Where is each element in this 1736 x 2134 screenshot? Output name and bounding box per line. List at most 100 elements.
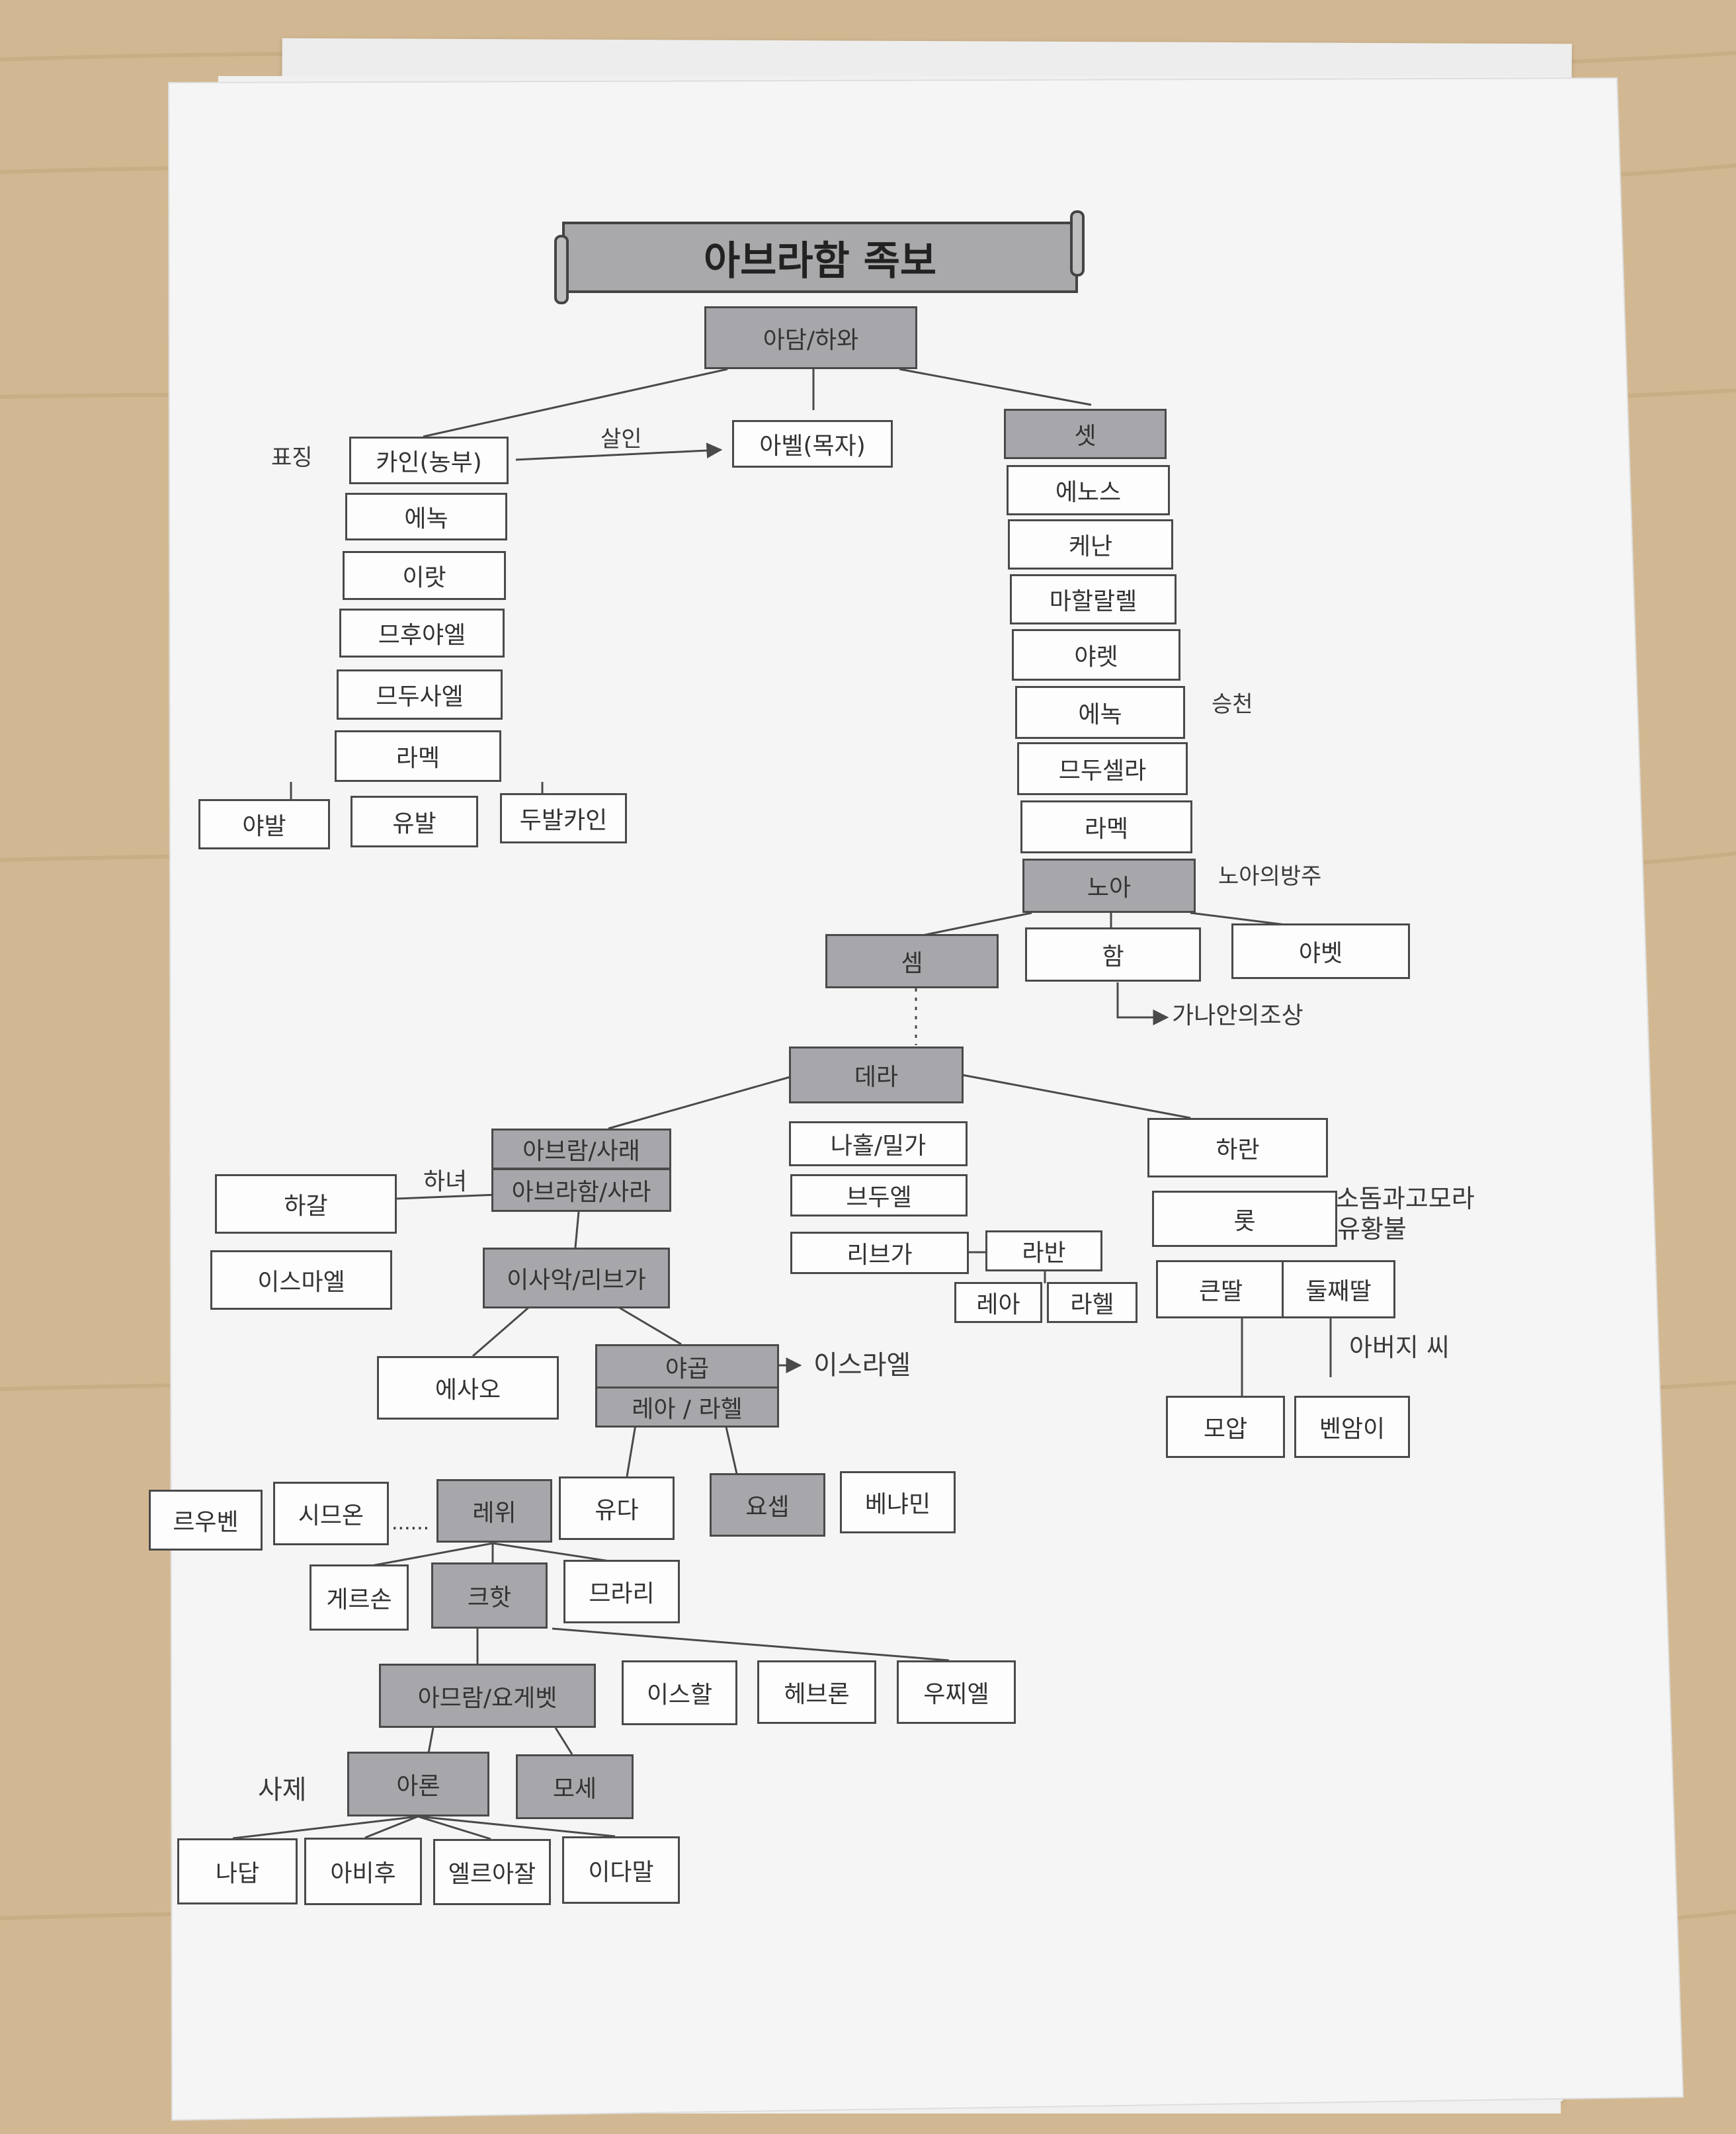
node-tubalcain: 두발카인 [500,793,627,843]
node-enoch-cain: 에녹 [345,493,507,540]
note-sodom-gomorrah: 소돔과고모라 [1336,1184,1475,1213]
node-mahalalel: 마할랄렐 [1010,574,1177,624]
node-eleazar: 엘르아잘 [433,1839,551,1905]
line-amram-aaron [427,1727,434,1754]
line-adam-seth [899,368,1092,406]
node-ben-ammi: 벤암이 [1294,1396,1410,1458]
node-reuben: 르우벤 [149,1490,263,1551]
node-adam-eve: 아담/하와 [704,306,917,369]
line-abraham-isaac [574,1211,580,1248]
node-judah: 유다 [559,1476,675,1540]
note-maidservant: 하녀 [423,1168,468,1195]
line-isaac-esau [472,1306,530,1357]
node-gershon: 게르손 [310,1564,409,1631]
note-fathers-seed: 아버지 씨 [1349,1333,1450,1362]
node-simeon: 시므온 [273,1482,389,1545]
banner-left-scroll-curl [554,235,569,304]
line-amram-moses [554,1727,573,1755]
banner-right-scroll-curl [1070,210,1085,277]
node-abram-sarai: 아브람/사래 [491,1129,671,1170]
node-jared: 야렛 [1012,629,1180,681]
node-isaac-rebekah: 이사악/리브가 [483,1248,670,1308]
note-mark-of-cain: 표징 [271,445,313,471]
node-ishmael: 이스마엘 [210,1250,392,1310]
line-terah-abram [608,1076,791,1130]
node-esau: 에사오 [377,1356,559,1420]
node-moab: 모압 [1166,1396,1285,1458]
node-abraham-sarah: 아브라함/사라 [491,1168,671,1212]
node-joseph: 요셉 [710,1473,825,1537]
node-terah: 데라 [789,1046,964,1103]
line-levi-merari [492,1542,619,1564]
title-banner: 아브라함 족보 [562,222,1078,293]
node-levi: 레위 [436,1479,552,1543]
node-methuselah: 므두셀라 [1017,742,1188,795]
note-noahs-ark: 노아의방주 [1218,863,1322,890]
node-jacob: 야곱 [595,1344,779,1389]
node-izhar: 이스할 [622,1660,737,1725]
node-rachel: 라헬 [1047,1282,1137,1323]
node-bethuel: 브두엘 [790,1174,968,1216]
note-murder: 살인 [600,426,642,452]
node-jubal: 유발 [351,796,478,847]
line-hagar-abraham [396,1193,498,1200]
line-aaron-nadab [232,1815,419,1840]
node-jabal: 야발 [198,799,330,849]
node-merari: 므라리 [563,1560,680,1623]
node-ithamar: 이다말 [562,1836,680,1904]
node-irad: 이랏 [343,551,506,600]
line-isaac-jacob [618,1306,682,1345]
node-abihu: 아비후 [304,1838,422,1905]
arrow-canaan [1116,982,1169,1025]
node-benjamin: 베냐민 [840,1471,956,1533]
node-lot: 롯 [1152,1191,1337,1247]
node-abel: 아벨(목자) [732,420,893,468]
node-mehujael: 므후야엘 [339,609,505,658]
note-ancestor-of-canaan: 가나안의조상 [1172,1002,1303,1029]
node-lamech-seth: 라멕 [1020,800,1192,853]
arrow-murder [515,443,723,461]
line-aaron-eleazar [417,1815,491,1840]
note-ascension: 승천 [1212,691,1253,718]
node-aaron: 아론 [347,1752,489,1816]
note-israel: 이스라엘 [813,1350,911,1381]
node-nahor-milcah: 나홀/밀가 [789,1121,968,1166]
node-amram-jochebed: 아므람/요게벳 [379,1664,596,1728]
node-leah: 레아 [954,1282,1042,1323]
node-jacob-wives: 레아 / 라헬 [595,1387,779,1428]
node-kenan: 케난 [1008,519,1173,570]
node-kohath: 크핫 [431,1562,548,1629]
line-aaron-ithamar [417,1815,616,1838]
node-hebron: 헤브론 [757,1660,876,1724]
node-haran: 하란 [1147,1118,1328,1177]
node-moses: 모세 [516,1754,634,1819]
node-shem: 셈 [825,934,999,988]
node-laban: 라반 [985,1230,1102,1271]
line-levi-gershon [360,1542,493,1569]
line-adam-cain [423,368,728,438]
node-cain: 카인(농부) [349,437,509,484]
node-nadab: 나답 [177,1838,298,1904]
node-enoch-seth: 에녹 [1015,686,1185,739]
node-japheth: 야벳 [1231,923,1410,979]
node-rebekah: 리브가 [790,1232,969,1274]
node-uzziel: 우찌엘 [897,1660,1016,1724]
node-younger-daughter: 둘째딸 [1282,1260,1395,1318]
node-methushael: 므두사엘 [337,669,503,720]
node-noah: 노아 [1022,859,1196,913]
note-priest: 사제 [258,1775,307,1805]
line-terah-haran [962,1074,1191,1119]
line-aaron-abihu [364,1815,419,1839]
node-ham: 함 [1025,927,1201,982]
note-ellipsis: ...... [392,1512,430,1535]
node-lamech-cain: 라멕 [335,730,501,782]
node-seth: 셋 [1004,409,1167,459]
node-hagar: 하갈 [215,1174,397,1234]
diagram-title: 아브라함 족보 [703,237,937,284]
node-enosh: 에노스 [1007,465,1170,515]
line-kohath-uzziel [552,1627,950,1662]
node-elder-daughter: 큰딸 [1156,1260,1286,1318]
note-brimstone: 유황불 [1337,1215,1407,1244]
line-noah-shem [919,912,1032,937]
